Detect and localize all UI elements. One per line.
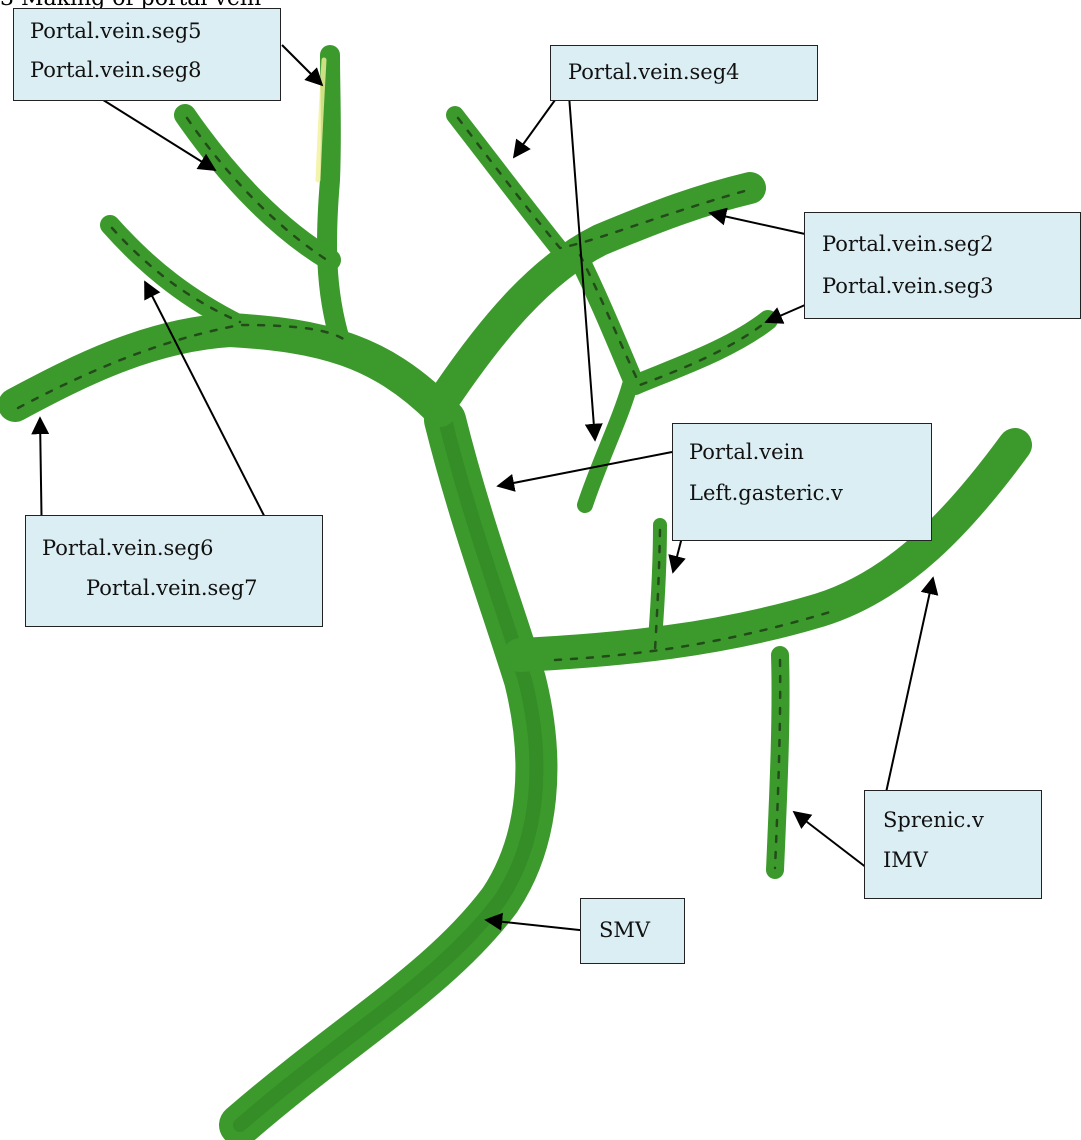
label-box-seg2-seg3: Portal.vein.seg2 Portal.vein.seg3: [804, 212, 1081, 319]
label-smv: SMV: [599, 913, 650, 947]
label-seg2: Portal.vein.seg2: [822, 227, 994, 261]
label-splenic: Sprenic.v: [883, 803, 984, 837]
arrow-seg5: [282, 45, 322, 85]
label-seg8: Portal.vein.seg8: [30, 53, 202, 87]
seg3-branch: [575, 250, 768, 385]
label-box-splenic-imv: Sprenic.v IMV: [864, 790, 1042, 899]
label-left-gastric: Left.gasteric.v: [689, 476, 843, 510]
arrow-portal-vein: [498, 452, 672, 486]
label-box-seg5-seg8: Portal.vein.seg5 Portal.vein.seg8: [13, 8, 281, 101]
label-seg5: Portal.vein.seg5: [30, 14, 202, 48]
right-portal-branch: [15, 330, 440, 410]
label-seg3: Portal.vein.seg3: [822, 269, 994, 303]
label-box-smv: SMV: [580, 898, 685, 964]
seg58-trunk: [327, 55, 340, 340]
seg8-branch: [185, 115, 330, 260]
label-portal-vein: Portal.vein: [689, 435, 804, 469]
label-seg6: Portal.vein.seg6: [42, 531, 214, 565]
label-box-seg6-seg7: Portal.vein.seg6 Portal.vein.seg7: [25, 515, 323, 627]
label-imv: IMV: [883, 843, 928, 877]
label-box-seg4: Portal.vein.seg4: [550, 45, 818, 101]
label-box-portal-vein: Portal.vein Left.gasteric.v: [672, 423, 932, 541]
seg7-branch: [110, 225, 240, 325]
arrow-splenic: [880, 578, 933, 820]
label-seg7: Portal.vein.seg7: [86, 571, 258, 605]
label-seg4: Portal.vein.seg4: [568, 55, 740, 89]
arrow-seg2: [710, 213, 805, 234]
